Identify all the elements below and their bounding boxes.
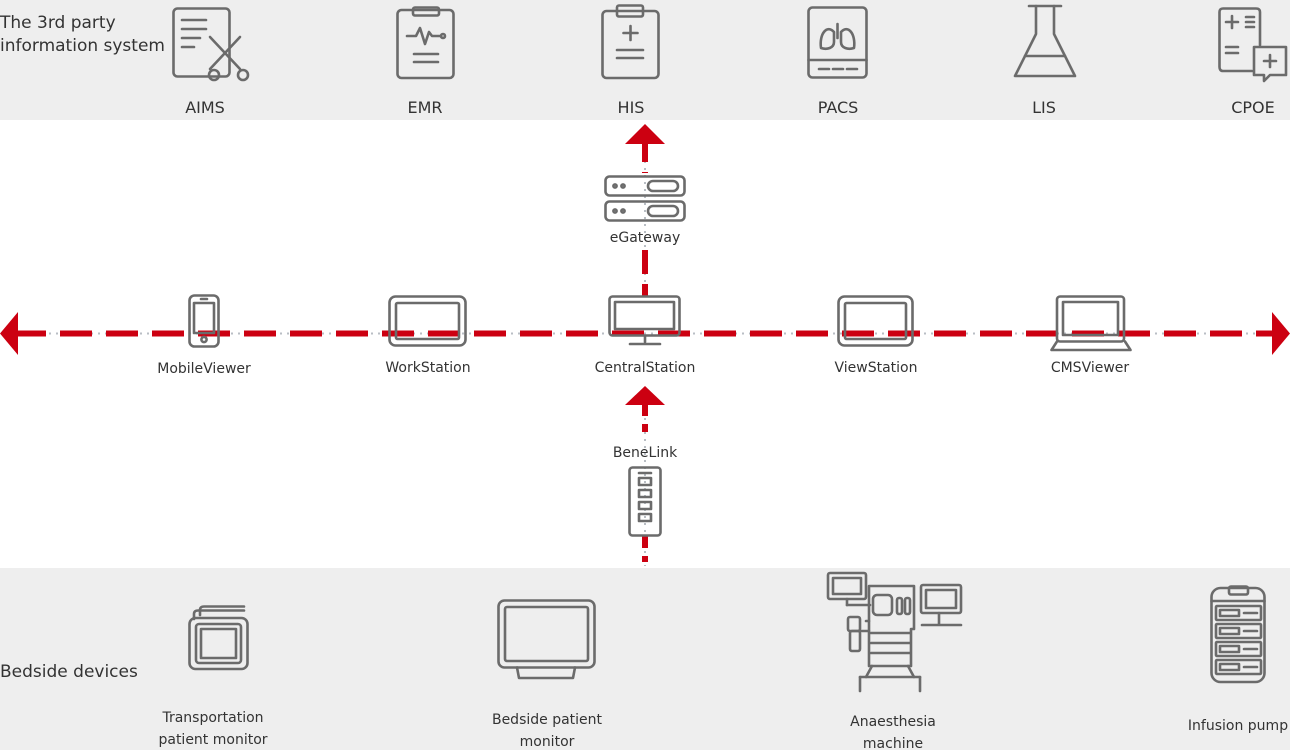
his-up-arrow — [625, 124, 665, 144]
device-label-transport-line2: patient monitor — [158, 732, 268, 748]
node-label-workstation: WorkStation — [385, 360, 471, 376]
system-label-aims: AIMS — [185, 98, 225, 117]
benelink-label: BeneLink — [612, 445, 678, 461]
benelink-module-icon — [628, 466, 662, 537]
bus-right-arrow — [1272, 312, 1290, 355]
clipboard-medical-icon — [601, 4, 660, 80]
clipboard-heartbeat-icon — [396, 6, 455, 80]
third-party-label: The 3rd party information system — [0, 12, 165, 58]
node-label-centralstation: CentralStation — [594, 360, 696, 376]
device-label-anaesthesia-line2: machine — [862, 736, 924, 752]
third-party-band — [0, 0, 1290, 120]
system-label-lis: LIS — [1032, 98, 1056, 117]
node-label-viewstation: ViewStation — [834, 360, 918, 376]
bedside-devices-label: Bedside devices — [0, 662, 138, 682]
clipboard-scissors-icon — [172, 7, 250, 82]
transport-monitor-icon — [188, 605, 249, 671]
device-label-bedside-line2: monitor — [519, 734, 575, 750]
laptop-icon — [1050, 295, 1132, 352]
bedside-monitor-icon — [497, 599, 596, 680]
egateway-label: eGateway — [609, 230, 681, 246]
server-icon — [604, 175, 686, 222]
system-label-cpoe: CPOE — [1231, 98, 1275, 117]
device-label-transport-line1: Transportation — [162, 710, 264, 726]
order-form-icon — [1218, 7, 1288, 83]
monitor-icon — [388, 295, 467, 347]
node-label-mobileviewer: MobileViewer — [157, 361, 251, 377]
central-up-arrow — [625, 386, 665, 405]
infusion-pump-icon — [1210, 585, 1266, 684]
device-label-bedside-monitor: Bedside patient monitor — [492, 709, 602, 753]
device-label-infusion-line1: Infusion pump — [1187, 718, 1289, 734]
device-label-transport-monitor: Transportation patient monitor — [158, 707, 267, 751]
lungs-tablet-icon — [807, 6, 868, 79]
anaesthesia-machine-icon — [826, 571, 963, 693]
smartphone-icon — [188, 294, 220, 348]
flask-icon — [1013, 4, 1077, 78]
device-label-bedside-line1: Bedside patient — [491, 712, 603, 728]
device-label-anaesthesia-line1: Anaesthesia — [850, 714, 936, 730]
third-party-label-line1: The 3rd party — [0, 13, 116, 33]
device-label-anaesthesia: Anaesthesia machine — [850, 711, 936, 755]
desktop-monitor-icon — [608, 295, 681, 346]
node-label-cmsviewer: CMSViewer — [1050, 360, 1130, 376]
monitor-icon — [837, 295, 914, 347]
system-label-pacs: PACS — [817, 98, 859, 117]
system-label-his: HIS — [617, 98, 645, 117]
device-label-infusion-pump: Infusion pump — [1188, 715, 1288, 737]
bus-left-arrow — [0, 312, 18, 355]
system-label-emr: EMR — [407, 98, 443, 117]
third-party-label-line2: information system — [0, 36, 165, 56]
